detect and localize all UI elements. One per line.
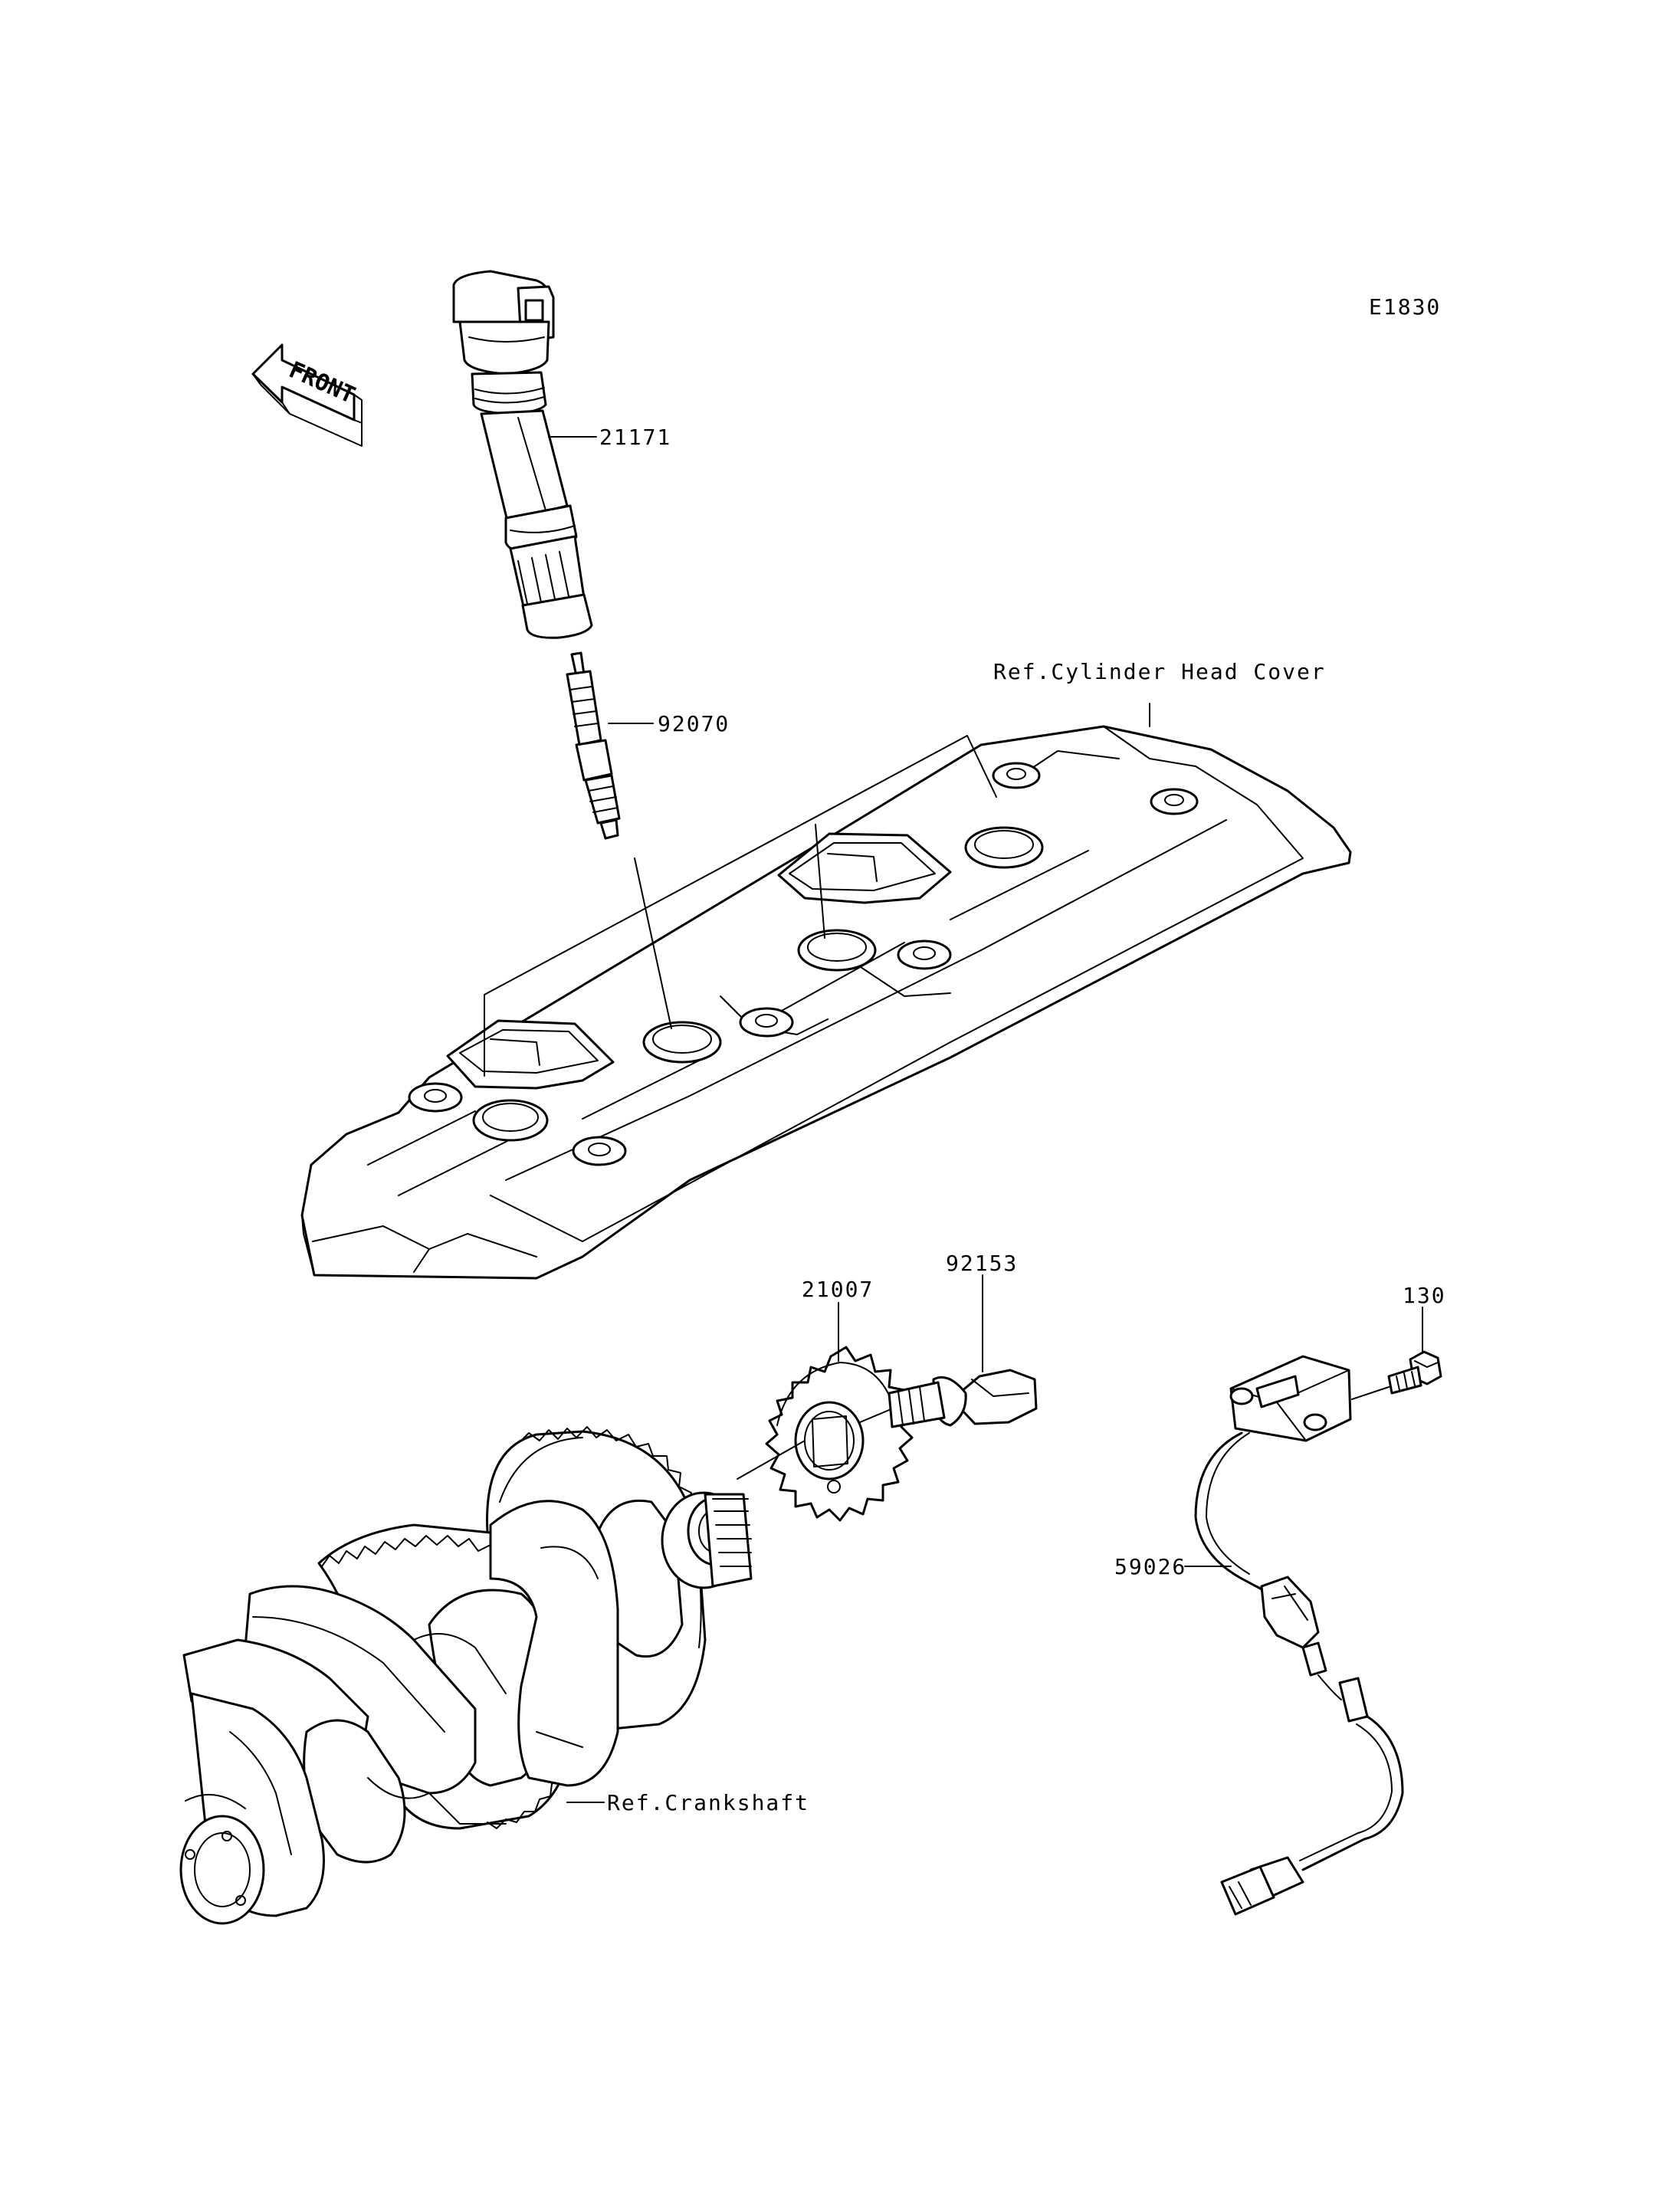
label-59026: 59026: [1114, 1554, 1186, 1579]
label-crankshaft: Ref.Crankshaft: [607, 1790, 809, 1815]
sensor-bolt: [1387, 1350, 1442, 1395]
label-21171: 21171: [599, 425, 671, 450]
reference-lines: [484, 703, 1150, 1077]
ignition-coil: [452, 270, 593, 639]
label-92070: 92070: [658, 711, 730, 736]
timing-rotor: [765, 1346, 914, 1522]
front-arrow-icon: FRONT: [251, 343, 363, 447]
label-92153: 92153: [946, 1251, 1018, 1276]
spark-plug: [566, 651, 621, 840]
front-label: FRONT: [285, 356, 359, 409]
bolt-axis-line: [859, 1409, 890, 1423]
rotor-axis-line: [737, 1440, 806, 1480]
label-130: 130: [1403, 1283, 1446, 1308]
flange-bolt: [888, 1369, 1038, 1428]
label-21007: 21007: [802, 1277, 874, 1302]
diagram-code: E1830: [1369, 294, 1441, 320]
label-cylinder-head-cover: Ref.Cylinder Head Cover: [993, 659, 1326, 684]
sensor-bolt-axis-line: [1351, 1386, 1390, 1400]
crankshaft-sensor: [1194, 1355, 1404, 1916]
cylinder-head-cover: [300, 725, 1352, 1280]
crankshaft: [179, 1426, 753, 1925]
